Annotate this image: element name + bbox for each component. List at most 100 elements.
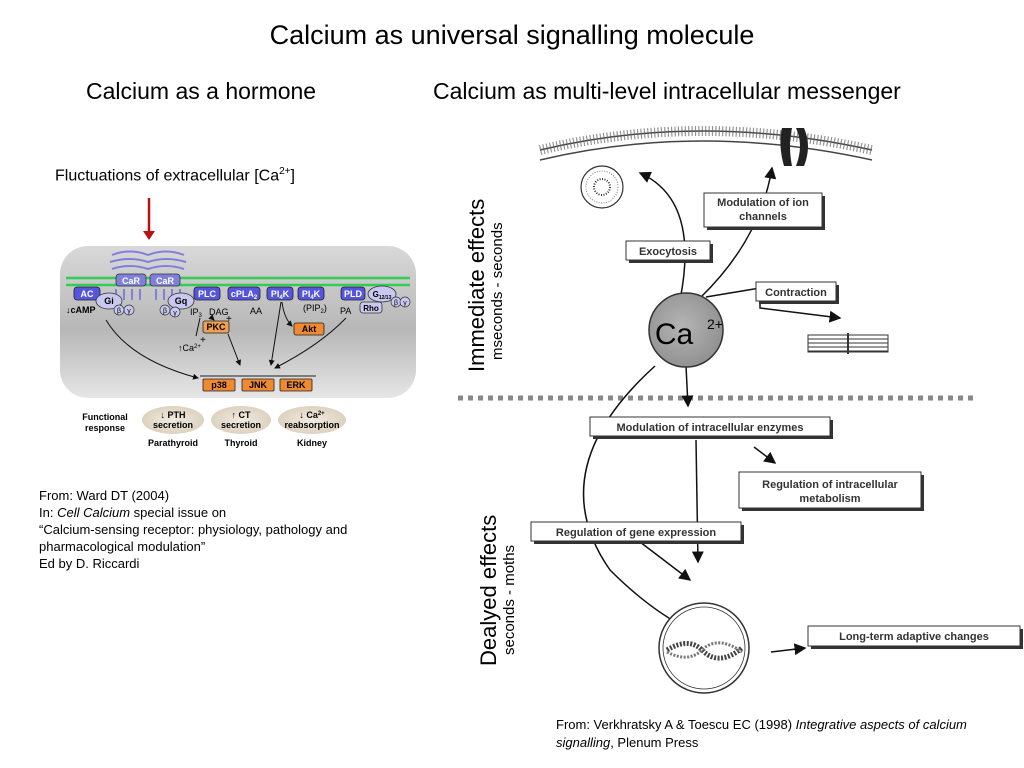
pld-label: PLD [344, 289, 363, 299]
gq-beta [159, 304, 171, 316]
response-ct-line1: ↑ CT [232, 410, 252, 420]
calcium-input-arrowhead [143, 231, 155, 240]
gi-gamma-label: γ [127, 308, 131, 315]
plus-sign-1: + [200, 335, 206, 346]
pkc-box [202, 320, 230, 334]
g1213-gamma-label: γ [403, 300, 407, 307]
gi-beta-label: β [117, 308, 121, 315]
box-enzymes: Modulation of intracellular enzymes [589, 416, 833, 439]
gq-beta-label: β [163, 308, 167, 315]
g1213-label: G12/13 [373, 290, 392, 301]
plc-label: PLC [198, 289, 217, 299]
car-label-right: CaR [156, 276, 175, 286]
ip3-label: IP3 [190, 307, 203, 319]
functional-label-1: Functional [82, 412, 128, 422]
erk-label: ERK [286, 380, 306, 390]
functional-label-2: response [85, 423, 125, 433]
pld-protein [340, 286, 366, 301]
g1213-protein [367, 285, 397, 303]
response-ca-line1: ↓ Ca2+ [299, 410, 325, 420]
ca-effect-arrows [582, 166, 842, 656]
box-gene-expression: Regulation of gene expression [530, 521, 744, 544]
contractile-filaments [807, 333, 889, 354]
dag-label: DAG [209, 307, 229, 317]
pi4k-label-b: PI4K [302, 289, 321, 301]
ac-protein [73, 286, 101, 301]
plc-protein [193, 286, 221, 301]
box-exocytosis: Exocytosis [625, 240, 713, 263]
response-pth-oval [142, 406, 204, 434]
box-contraction-label: Contraction [765, 287, 827, 299]
gi-protein [95, 292, 123, 310]
left-heading: Calcium as a hormone [86, 78, 317, 104]
cpla2-protein [227, 286, 261, 301]
delayed-time-label: seconds - moths [501, 545, 518, 655]
erk-box [279, 378, 313, 392]
calcium-symbol: Ca [655, 318, 694, 351]
nucleus [658, 602, 750, 694]
pip2-label: (PIP2) [303, 303, 327, 315]
delayed-effects-label: Dealyed effects [476, 515, 501, 666]
pa-label: PA [340, 306, 351, 316]
gq-protein [167, 292, 195, 310]
gq-gamma-label: γ [173, 310, 177, 317]
box-enzymes-label: Modulation of intracellular enzymes [616, 422, 803, 434]
immediate-effects-label: Immediate effects [464, 199, 489, 372]
response-pth-line2: secretion [153, 420, 193, 430]
signalling-arrows [105, 301, 347, 380]
secretory-vesicle [580, 165, 624, 209]
p38-label: p38 [211, 380, 227, 390]
box-metabolism-line2: metabolism [799, 493, 860, 505]
gi-label: Gi [104, 296, 114, 306]
response-pth-line1: ↓ PTH [160, 410, 185, 420]
left-citation: From: Ward DT (2004) In: Cell Calcium sp… [39, 488, 348, 571]
gq-label: Gq [175, 296, 188, 306]
cpla2-label: cPLA2 [231, 289, 258, 301]
right-citation: From: Verkhratsky A & Toescu EC (1998) I… [556, 717, 967, 750]
rho-protein [359, 301, 383, 314]
immediate-time-label: mseconds - seconds [489, 222, 506, 360]
car-label-left: CaR [122, 276, 141, 286]
box-ion-channels-line2: channels [739, 211, 787, 223]
box-gene-expression-label: Regulation of gene expression [556, 527, 716, 539]
box-metabolism-line1: Regulation of intracellular [762, 479, 898, 491]
car-receptor-left [115, 273, 147, 287]
plus-sign-2: + [226, 314, 232, 325]
box-adaptive-changes-label: Long-term adaptive changes [839, 631, 989, 643]
calcium-charge: 2+ [707, 316, 723, 332]
box-ion-channels: Modulation of ion channels [703, 192, 825, 230]
response-ct-oval [211, 406, 271, 434]
pi4k-label-a: PI4K [271, 289, 290, 301]
pkc-label: PKC [206, 322, 226, 332]
organ-parathyroid: Parathyroid [148, 438, 198, 448]
jnk-label: JNK [249, 380, 268, 390]
gq-gamma [169, 306, 181, 318]
aa-label: AA [250, 306, 262, 316]
pi4k-protein-a [266, 286, 294, 301]
ion-channel [780, 128, 808, 166]
box-metabolism: Regulation of intracellular metabolism [738, 471, 924, 511]
organ-kidney: Kidney [297, 438, 327, 448]
response-ca-line2: reabsorption [284, 420, 339, 430]
akt-label: Akt [302, 324, 317, 334]
organ-thyroid: Thyroid [225, 438, 258, 448]
rho-label: Rho [363, 304, 379, 313]
response-ca-oval [278, 406, 346, 434]
jnk-box [241, 378, 275, 392]
box-exocytosis-label: Exocytosis [639, 246, 697, 258]
fluctuations-label: Fluctuations of extracellular [Ca2+] [55, 166, 295, 185]
right-heading: Calcium as multi-level intracellular mes… [433, 78, 901, 104]
gi-gamma [123, 304, 135, 316]
g1213-beta-label: β [394, 300, 398, 307]
calcium-ion [648, 292, 724, 368]
slide-title: Calcium as universal signalling molecule [269, 20, 755, 50]
ca-rise-label: ↑Ca2+ [178, 343, 201, 353]
pi4k-protein-b [297, 286, 325, 301]
ac-label: AC [81, 289, 94, 299]
g1213-gamma [399, 296, 411, 308]
plasma-membrane [538, 126, 874, 161]
akt-box [293, 322, 325, 336]
camp-label: ↓cAMP [66, 305, 96, 315]
box-adaptive-changes: Long-term adaptive changes [807, 625, 1023, 649]
